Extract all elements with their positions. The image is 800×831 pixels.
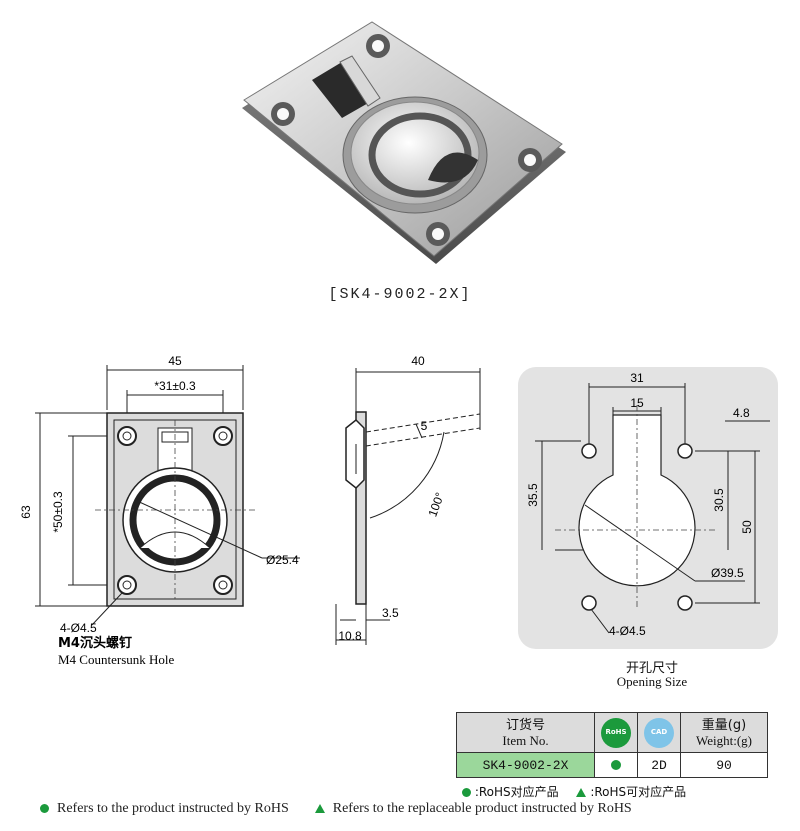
opening-height-right-label: 50 [740, 520, 754, 534]
front-hole-span-label: *31±0.3 [154, 379, 196, 393]
opening-title-cn: 开孔尺寸 [625, 661, 678, 676]
rohs-header: RoHS [594, 712, 638, 753]
product-code-caption: [SK4-9002-2X] [328, 286, 472, 303]
front-height-label: 63 [19, 505, 33, 519]
front-width-label: 45 [168, 354, 182, 368]
front-hole [117, 575, 137, 595]
front-hole [117, 426, 137, 446]
weight-cell: 90 [680, 752, 768, 778]
side-thickness-label: 3.5 [382, 606, 399, 620]
rohs-dot-icon [611, 760, 621, 771]
opening-hole-label: 4-Ø4.5 [609, 624, 646, 638]
screw-hole [426, 222, 450, 246]
hole-note-dia: 4-Ø4.5 [60, 621, 97, 635]
side-depth-label: 40 [411, 354, 425, 368]
rohs-dot-icon [462, 788, 471, 797]
front-hole [213, 426, 233, 446]
cad-cell: 2D [637, 752, 681, 778]
opening-width-label: 31 [630, 371, 644, 385]
footer-notes: Refers to the product instructed by RoHS… [40, 801, 632, 817]
opening-height-left-label: 35.5 [526, 483, 540, 507]
footer-rohs-note: Refers to the product instructed by RoHS [57, 801, 289, 816]
weight-header: 重量(g) Weight:(g) [680, 712, 768, 753]
side-angle-small-label: 5 [421, 419, 428, 433]
hole-note-screw-en: M4 Countersunk Hole [58, 652, 175, 667]
front-hole-vspan-label: *50±0.3 [51, 491, 65, 533]
rohs-badge-icon: RoHS [601, 717, 631, 748]
front-hole [213, 575, 233, 595]
item-header: 订货号 Item No. [456, 712, 595, 753]
side-view-drawing: 40 5 100° 3.5 10.8 [335, 354, 481, 645]
opening-title-en: Opening Size [616, 674, 688, 689]
cad-badge-icon: CAD [644, 717, 674, 748]
product-photo [242, 21, 566, 264]
item-no-cell: SK4-9002-2X [456, 752, 595, 778]
opening-circle-label: Ø39.5 [711, 566, 744, 580]
screw-hole [518, 148, 542, 172]
opening-height-mid-label: 30.5 [712, 488, 726, 512]
legend-rohs: :RoHS对应产品 [474, 785, 559, 799]
screw-hole [271, 102, 295, 126]
opening-size-drawing: 31 15 4.8 35.5 30.5 50 Ø39.5 4-Ø4.5 [518, 367, 778, 649]
legend-replaceable: :RoHS可对应产品 [590, 785, 687, 799]
replaceable-triangle-icon [576, 788, 587, 797]
legend: :RoHS对应产品 :RoHS可对应产品 [462, 783, 686, 800]
opening-hole [581, 443, 597, 459]
rohs-cell [594, 752, 638, 778]
replaceable-triangle-icon [314, 804, 325, 814]
opening-hole [677, 443, 693, 459]
cad-header: CAD [637, 712, 681, 753]
spec-table: 订货号 Item No. RoHS CAD 重量(g) Weight:(g) S… [456, 712, 768, 778]
opening-hole [581, 595, 597, 611]
opening-hole [677, 595, 693, 611]
side-angle-label: 100° [425, 490, 447, 518]
ring-diameter-label: Ø25.4 [266, 553, 299, 567]
hole-note-screw-cn: M4沉头螺钉 [58, 635, 132, 651]
footer-replaceable-note: Refers to the replaceable product instru… [332, 801, 632, 816]
screw-hole [366, 34, 390, 58]
rohs-dot-icon [40, 804, 49, 814]
side-total-label: 10.8 [338, 629, 362, 643]
opening-offset-label: 4.8 [733, 406, 750, 420]
opening-slot-label: 15 [630, 396, 644, 410]
front-view-drawing: 45 *31±0.3 63 *50±0.3 Ø25.4 4-Ø4.5 M4沉头螺… [19, 354, 300, 667]
